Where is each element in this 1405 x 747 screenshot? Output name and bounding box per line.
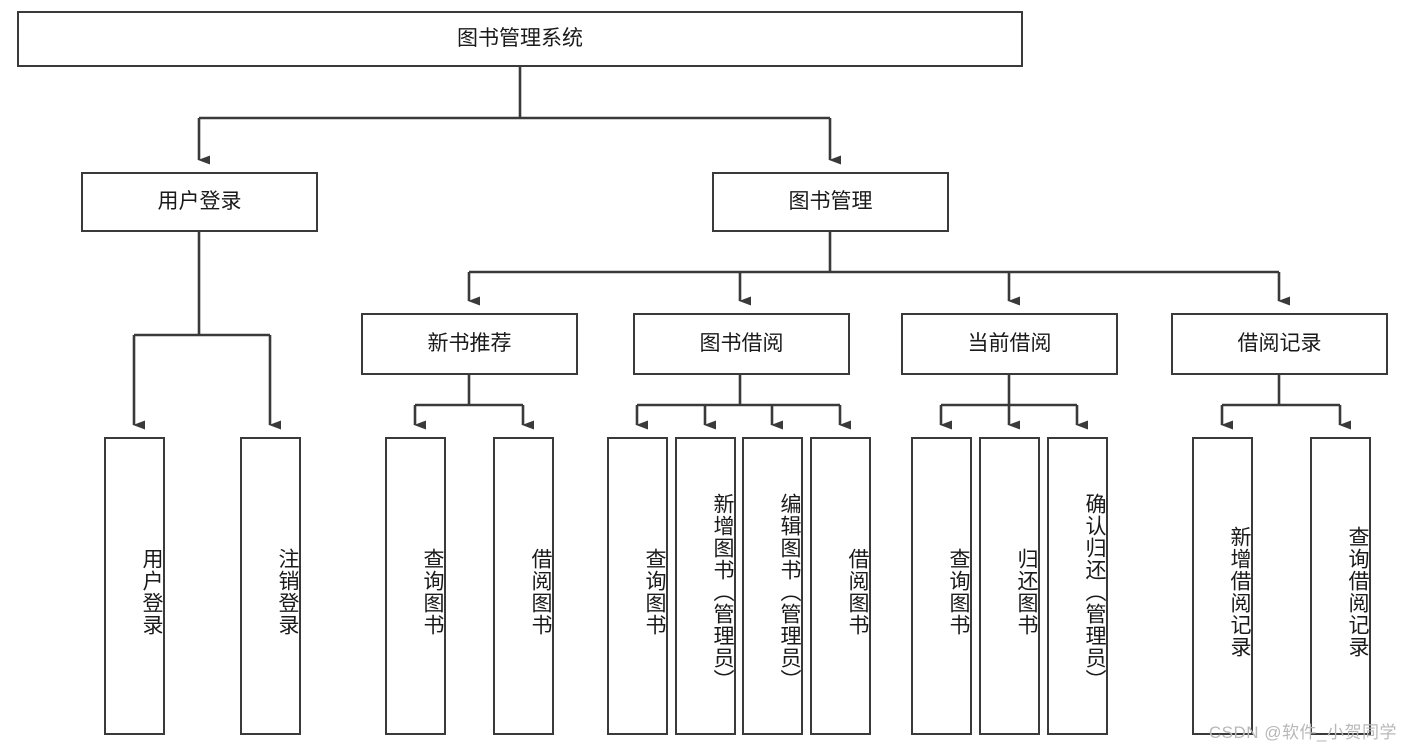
node-label: 确认归还（管理员） [1083, 493, 1106, 691]
node-leaf-user-login[interactable]: 用户登录 [104, 437, 165, 735]
node-label: 查询借阅记录 [1346, 526, 1369, 658]
node-label: 图书管理系统 [457, 27, 583, 51]
node-label: 新增图书（管理员） [711, 493, 734, 691]
node-label: 图书借阅 [699, 332, 784, 356]
node-leaf-borrow-book-2[interactable]: 借阅图书 [810, 437, 871, 735]
node-label: 查询图书 [947, 548, 970, 636]
node-label: 借阅图书 [846, 548, 869, 636]
node-label: 归还图书 [1015, 548, 1038, 636]
node-leaf-add-book-admin[interactable]: 新增图书（管理员） [675, 437, 736, 735]
node-book-manage[interactable]: 图书管理 [712, 172, 949, 232]
node-leaf-query-book-2[interactable]: 查询图书 [607, 437, 668, 735]
node-label: 借阅记录 [1237, 332, 1322, 356]
node-label: 查询图书 [421, 548, 444, 636]
node-label: 用户登录 [157, 190, 242, 214]
node-label: 新增借阅记录 [1228, 526, 1251, 658]
node-label: 新书推荐 [427, 332, 512, 356]
node-leaf-query-book-1[interactable]: 查询图书 [385, 437, 446, 735]
node-label: 查询图书 [643, 548, 666, 636]
node-label: 用户登录 [140, 548, 163, 636]
node-borrow-record[interactable]: 借阅记录 [1171, 313, 1388, 375]
node-leaf-query-borrow-record[interactable]: 查询借阅记录 [1310, 437, 1371, 735]
node-book-management-system[interactable]: 图书管理系统 [17, 11, 1023, 67]
node-book-borrow[interactable]: 图书借阅 [633, 313, 850, 375]
node-user-login[interactable]: 用户登录 [81, 172, 318, 232]
node-label: 编辑图书（管理员） [778, 493, 801, 691]
node-leaf-confirm-return-admin[interactable]: 确认归还（管理员） [1047, 437, 1108, 735]
node-leaf-logout-login[interactable]: 注销登录 [240, 437, 301, 735]
node-leaf-return-book[interactable]: 归还图书 [979, 437, 1040, 735]
node-leaf-edit-book-admin[interactable]: 编辑图书（管理员） [742, 437, 803, 735]
node-leaf-borrow-book-1[interactable]: 借阅图书 [493, 437, 554, 735]
node-label: 图书管理 [788, 190, 873, 214]
node-label: 借阅图书 [529, 548, 552, 636]
node-leaf-query-book-3[interactable]: 查询图书 [911, 437, 972, 735]
node-label: 注销登录 [276, 548, 299, 636]
node-new-book-recommend[interactable]: 新书推荐 [361, 313, 578, 375]
node-leaf-add-borrow-record[interactable]: 新增借阅记录 [1192, 437, 1253, 735]
node-current-borrow[interactable]: 当前借阅 [901, 313, 1118, 375]
node-label: 当前借阅 [967, 332, 1052, 356]
